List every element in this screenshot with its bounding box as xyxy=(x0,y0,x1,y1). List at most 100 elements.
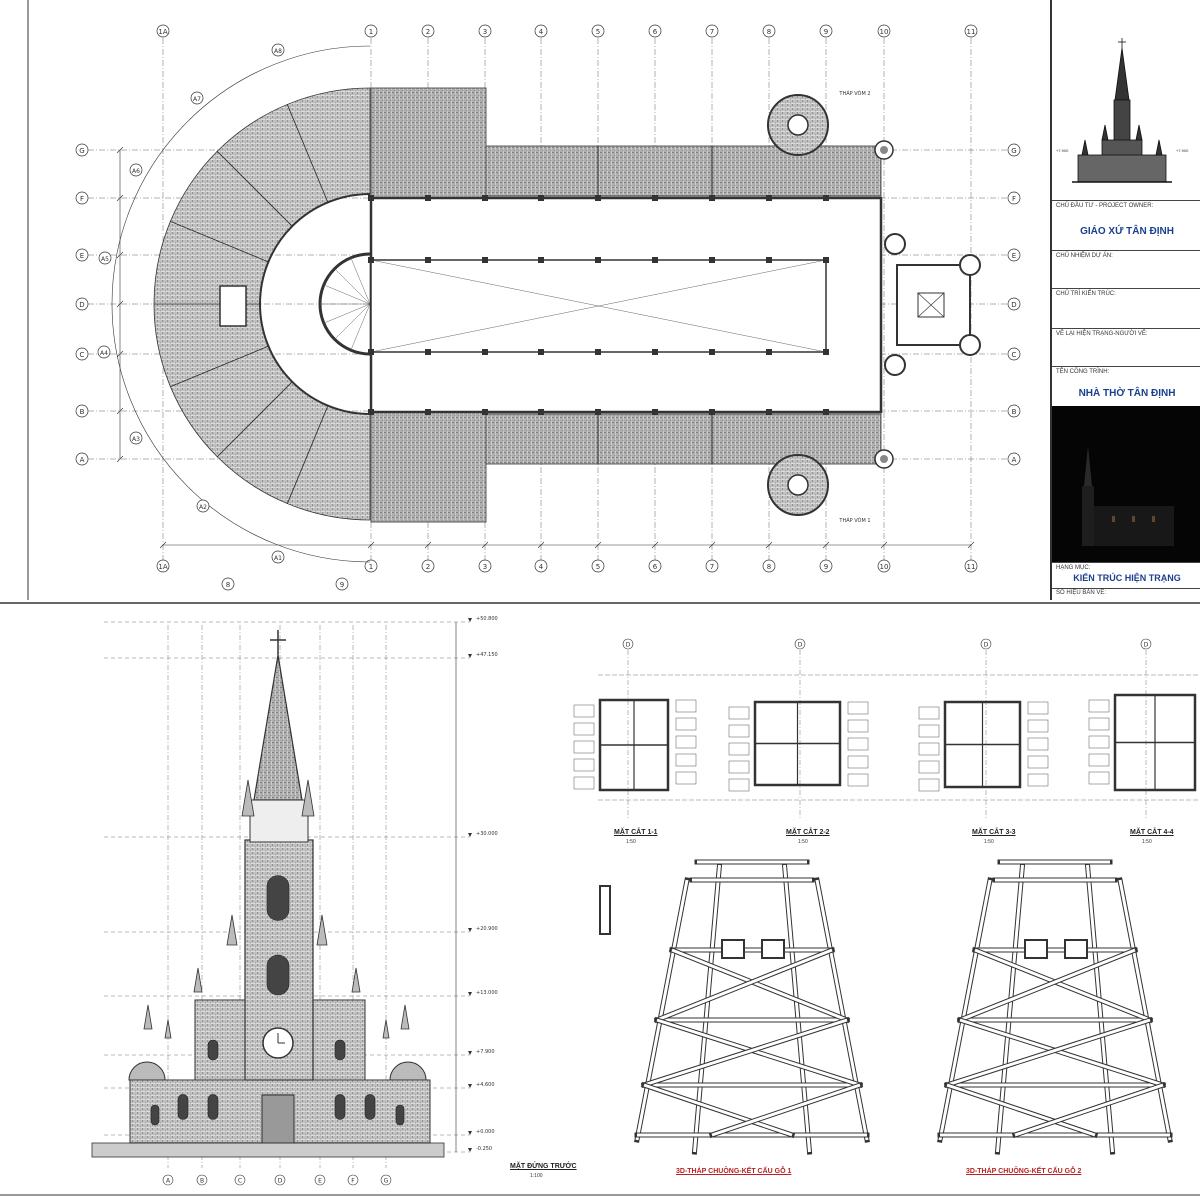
elevation-axis-label: F xyxy=(351,1178,355,1185)
grid-bubble xyxy=(1007,347,1021,361)
grid-label-bottom: 8 xyxy=(767,563,771,571)
transept-roof-top xyxy=(370,87,487,199)
section-callout xyxy=(1027,701,1049,715)
timber-member-inner xyxy=(974,948,1151,1022)
level-marker xyxy=(468,928,472,932)
section-callout xyxy=(573,704,595,718)
grid-bubble xyxy=(705,559,719,573)
iso-left-caption: 3D-THÁP CHUÔNG-KẾT CẤU GỖ 1 xyxy=(676,1168,792,1175)
grid-bubble xyxy=(478,559,492,573)
section-1-scale: 1:50 xyxy=(626,839,636,845)
grid-bubble xyxy=(648,559,662,573)
radial-bubble xyxy=(271,43,285,57)
bell-frame xyxy=(1024,939,1048,959)
column xyxy=(538,349,544,355)
section-3-scale: 1:50 xyxy=(984,839,994,845)
elevation-window xyxy=(207,1094,219,1120)
column xyxy=(709,257,715,263)
svg-text:+7.900: +7.900 xyxy=(1176,148,1189,153)
bell-frame xyxy=(721,939,745,959)
grid-bubble xyxy=(705,24,719,38)
stair-box xyxy=(917,292,945,318)
section-callout xyxy=(728,778,750,792)
section-callout xyxy=(1027,737,1049,751)
grid-bubble xyxy=(75,143,89,157)
dimension-tick xyxy=(116,146,124,154)
pinnacle xyxy=(193,967,203,993)
section-callout xyxy=(1088,771,1110,785)
spire-base xyxy=(249,799,309,843)
column xyxy=(595,195,601,201)
column xyxy=(482,349,488,355)
elevation-axis-bubble xyxy=(274,1174,286,1186)
pinnacle xyxy=(351,967,361,993)
section-callout xyxy=(918,778,940,792)
elevation-window xyxy=(177,1094,189,1120)
grid-bubble xyxy=(762,24,776,38)
dimension-tick xyxy=(651,541,659,549)
level-marker xyxy=(468,1148,472,1152)
grid-bubble xyxy=(1007,248,1021,262)
section-2-scale: 1:50 xyxy=(798,839,808,845)
section-callout xyxy=(1088,735,1110,749)
radial-label: A2 xyxy=(199,504,207,511)
level-label: +50.800 xyxy=(476,616,498,622)
grid-label-partial: 9 xyxy=(340,581,344,589)
entrance-turret xyxy=(959,334,981,356)
sacristy-box xyxy=(219,285,247,327)
vault-rib xyxy=(323,284,371,305)
title-block: +7.900 +7.900 CHỦ ĐẦU TƯ - PROJECT OWNER… xyxy=(1050,0,1200,600)
section-1-caption: MẶT CẮT 1-1 xyxy=(614,829,658,836)
grid-bubble xyxy=(819,559,833,573)
grid-label-bottom: 11 xyxy=(967,563,976,571)
timber-member-inner xyxy=(635,879,689,1141)
grid-label-top: 4 xyxy=(539,28,544,36)
grid-label-partial: 8 xyxy=(226,581,230,589)
aisle-roof-top xyxy=(485,145,882,197)
grid-bubble xyxy=(648,24,662,38)
column xyxy=(482,195,488,201)
dimension-tick xyxy=(159,541,167,549)
grid-label-top: 11 xyxy=(967,28,976,36)
grid-bubble xyxy=(534,24,548,38)
sheet-label: SỐ HIỆU BẢN VẼ: xyxy=(1056,590,1107,596)
timber-member-inner xyxy=(946,1083,1096,1137)
section-callout xyxy=(728,742,750,756)
grid-label-top: 1 xyxy=(369,28,373,36)
grid-label-bottom: 1 xyxy=(369,563,373,571)
church-thumbnail: +7.900 +7.900 xyxy=(1052,0,1200,201)
dimension-tick xyxy=(708,541,716,549)
vault-rib xyxy=(350,303,371,351)
level-marker xyxy=(468,992,472,996)
column xyxy=(425,349,431,355)
bell-frame xyxy=(1064,939,1088,959)
section-callout xyxy=(675,771,697,785)
elevation-axis-label: B xyxy=(200,1178,204,1185)
entrance-turret xyxy=(884,233,906,255)
grid-label-top: 9 xyxy=(824,28,828,36)
timber-member-inner xyxy=(959,1018,1164,1087)
elevation-axis-bubble xyxy=(314,1174,326,1186)
grid-bubble xyxy=(75,191,89,205)
section-callout xyxy=(847,773,869,787)
dimension-tick xyxy=(594,541,602,549)
elevation-axis-label: C xyxy=(238,1178,242,1185)
diagonal xyxy=(370,259,827,353)
section-callout xyxy=(918,760,940,774)
grid-bubble xyxy=(364,24,378,38)
elevation-axis-bubble xyxy=(162,1174,174,1186)
grid-bubble xyxy=(75,297,89,311)
elevation-scale: 1:100 xyxy=(530,1173,543,1179)
section-callout xyxy=(847,737,869,751)
manager-label: CHỦ NHIỆM DỰ ÁN: xyxy=(1056,253,1113,259)
radial-bubble xyxy=(129,431,143,445)
apse-inner-wall xyxy=(259,193,371,415)
grid-label-bottom: 10 xyxy=(880,563,889,571)
dimension-tick xyxy=(481,541,489,549)
pinnacle xyxy=(226,914,238,946)
section-callout xyxy=(847,701,869,715)
level-marker xyxy=(468,833,472,837)
dimension-tick xyxy=(765,541,773,549)
